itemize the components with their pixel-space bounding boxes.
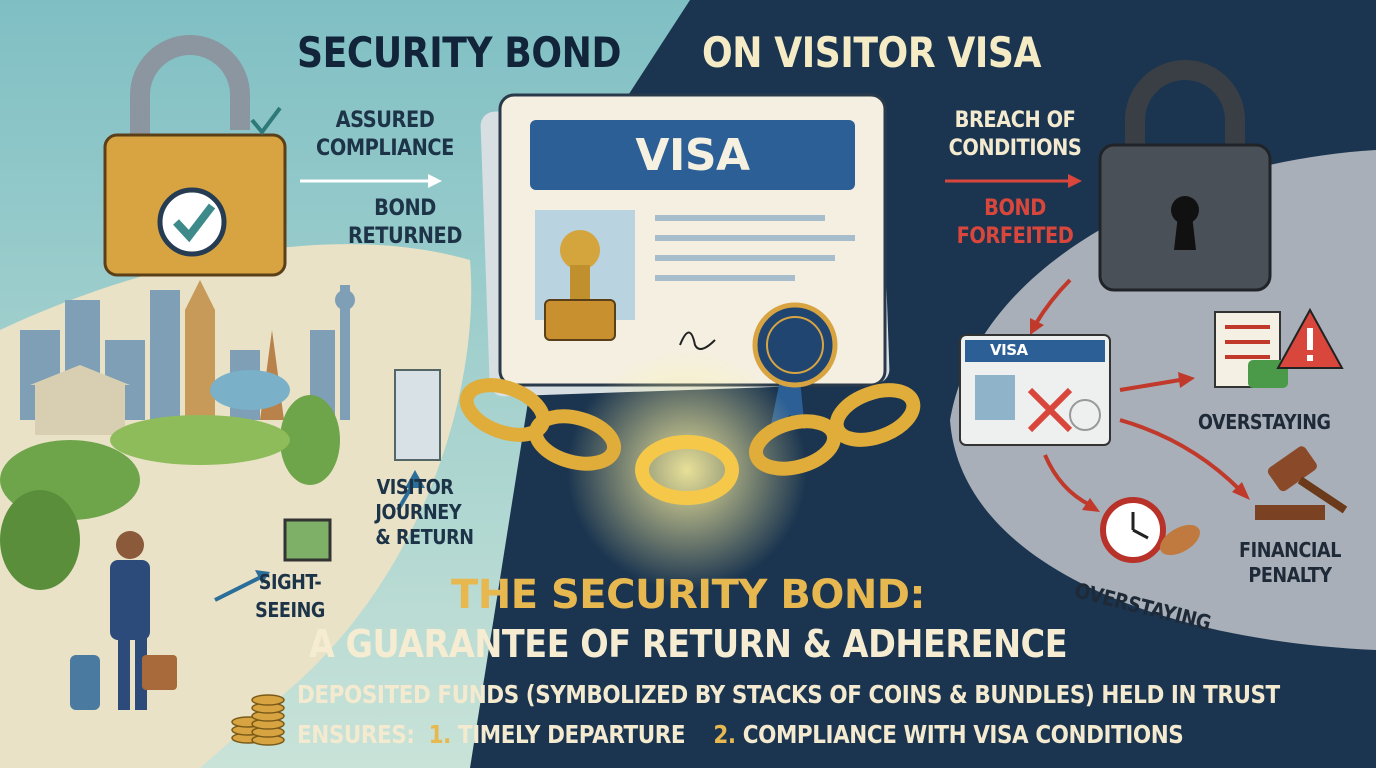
item2-text: COMPLIANCE WITH VISA CONDITIONS: [742, 720, 1184, 749]
label-line: & RETURN: [375, 525, 474, 549]
summary-subheading: A GUARANTEE OF RETURN & ADHERENCE: [308, 622, 1068, 666]
title-part1: SECURITY BOND: [297, 28, 622, 77]
visa-label: VISA: [635, 130, 750, 181]
label-line: SEEING: [255, 598, 325, 622]
visitor-journey-label: VISITOR JOURNEY & RETURN: [375, 475, 474, 550]
label-line: PENALTY: [1248, 563, 1332, 587]
airport-gate-icon: [394, 369, 441, 461]
item1-text: TIMELY DEPARTURE: [457, 720, 686, 749]
stamp-icon: [544, 230, 616, 341]
label-line: FORFEITED: [956, 224, 1074, 249]
chain-icon: [459, 378, 921, 505]
label-line: FINANCIAL: [1239, 538, 1341, 562]
label-line: ASSURED: [335, 108, 435, 133]
item1-number: 1.: [428, 720, 452, 749]
overstaying-label: OVERSTAYING: [1198, 410, 1331, 434]
label-line: SIGHT-: [258, 570, 322, 594]
item2-number: 2.: [713, 720, 736, 749]
label-line: BREACH OF: [954, 108, 1076, 133]
closed-padlock-icon: [1098, 60, 1272, 292]
ensures-label: ENSURES:: [297, 720, 415, 749]
gavel-icon: [1255, 446, 1348, 520]
breach-label: BREACH OF CONDITIONS: [931, 107, 1098, 163]
label-line: RETURNED: [348, 224, 462, 249]
summary-line1: DEPOSITED FUNDS (SYMBOLIZED BY STACKS OF…: [297, 680, 1280, 709]
traveler-icon: [70, 531, 177, 710]
label-line: BOND: [984, 196, 1046, 221]
label-line: BOND: [374, 196, 436, 221]
summary-heading: THE SECURITY BOND:: [450, 572, 926, 618]
check-icon: [173, 203, 216, 243]
visa-card-icon: [480, 93, 890, 430]
label-line: VISITOR: [376, 475, 454, 499]
clock-icon: [1100, 497, 1200, 563]
torn-visa-label: VISA: [990, 341, 1028, 359]
bond-returned-label: BOND RETURNED: [326, 195, 484, 251]
park: [0, 370, 340, 590]
warning-icon: [1276, 307, 1344, 369]
check-icon: [250, 106, 282, 136]
financial-penalty-label: FINANCIAL PENALTY: [1233, 538, 1347, 588]
sightseeing-label: SIGHT- SEEING: [242, 568, 339, 624]
assured-compliance-label: ASSURED COMPLIANCE: [301, 107, 468, 163]
photo-icon: [283, 518, 332, 562]
open-padlock-icon: [103, 35, 287, 277]
checklist-icon: [1214, 311, 1288, 388]
label-line: CONDITIONS: [948, 136, 1082, 161]
label-line: JOURNEY: [375, 500, 462, 524]
title-part2: ON VISITOR VISA: [702, 28, 1042, 77]
bond-forfeited-label: BOND FORFEITED: [931, 195, 1098, 251]
torn-visa-icon: [959, 334, 1111, 446]
summary-line2: ENSURES: 1. TIMELY DEPARTURE 2. COMPLIAN…: [297, 720, 1184, 749]
label-line: COMPLIANCE: [316, 136, 454, 161]
coins-icon: [231, 694, 285, 746]
sightseeing-arrow: [214, 573, 266, 602]
